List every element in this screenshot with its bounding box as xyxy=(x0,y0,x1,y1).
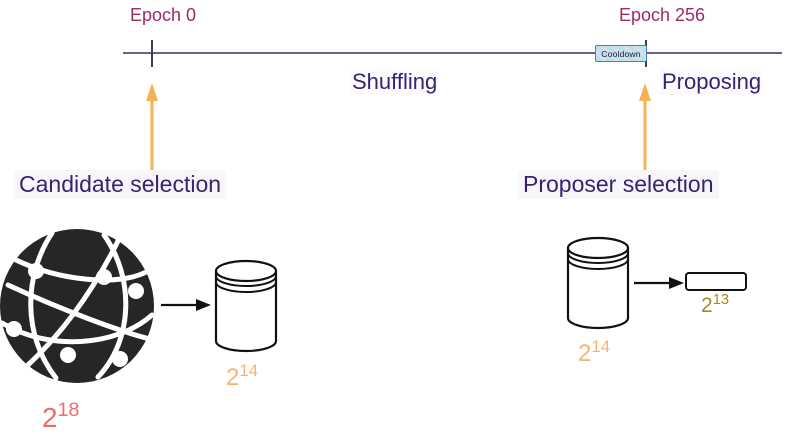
shuffled-set-size-value: 214 xyxy=(578,336,611,368)
up-arrow-icon xyxy=(639,83,651,173)
shuffling-phase-label: Shuffling xyxy=(350,69,440,95)
right-arrow-icon xyxy=(634,277,684,289)
network-globe-icon xyxy=(0,229,155,383)
exponent-digit: 13 xyxy=(712,291,730,308)
base-digit: 2 xyxy=(578,340,592,367)
epoch-256-label: Epoch 256 xyxy=(618,5,706,25)
proposer-set-size-value: 213 xyxy=(701,291,730,318)
proposing-phase-label: Proposing xyxy=(660,69,764,95)
exponent-digit: 14 xyxy=(591,336,611,356)
candidate-selection-label: Candidate selection xyxy=(14,170,227,199)
candidate-set-size-value: 214 xyxy=(226,360,259,392)
database-cylinder-icon xyxy=(214,259,278,353)
base-digit: 2 xyxy=(42,402,58,433)
exponent-digit: 14 xyxy=(239,360,259,380)
epoch-0-label: Epoch 0 xyxy=(129,5,197,25)
timeline-axis xyxy=(123,52,782,54)
epoch-0-tick xyxy=(151,40,153,67)
database-cylinder-icon xyxy=(566,236,630,330)
right-arrow-icon xyxy=(161,299,211,311)
slot-rectangle-icon xyxy=(685,272,747,291)
cooldown-badge: Cooldown xyxy=(595,45,647,62)
exponent-digit: 18 xyxy=(57,399,80,422)
base-digit: 2 xyxy=(701,294,713,317)
network-size-value: 218 xyxy=(42,399,80,434)
up-arrow-icon xyxy=(146,83,158,173)
proposer-selection-label: Proposer selection xyxy=(518,170,719,199)
base-digit: 2 xyxy=(226,364,240,391)
